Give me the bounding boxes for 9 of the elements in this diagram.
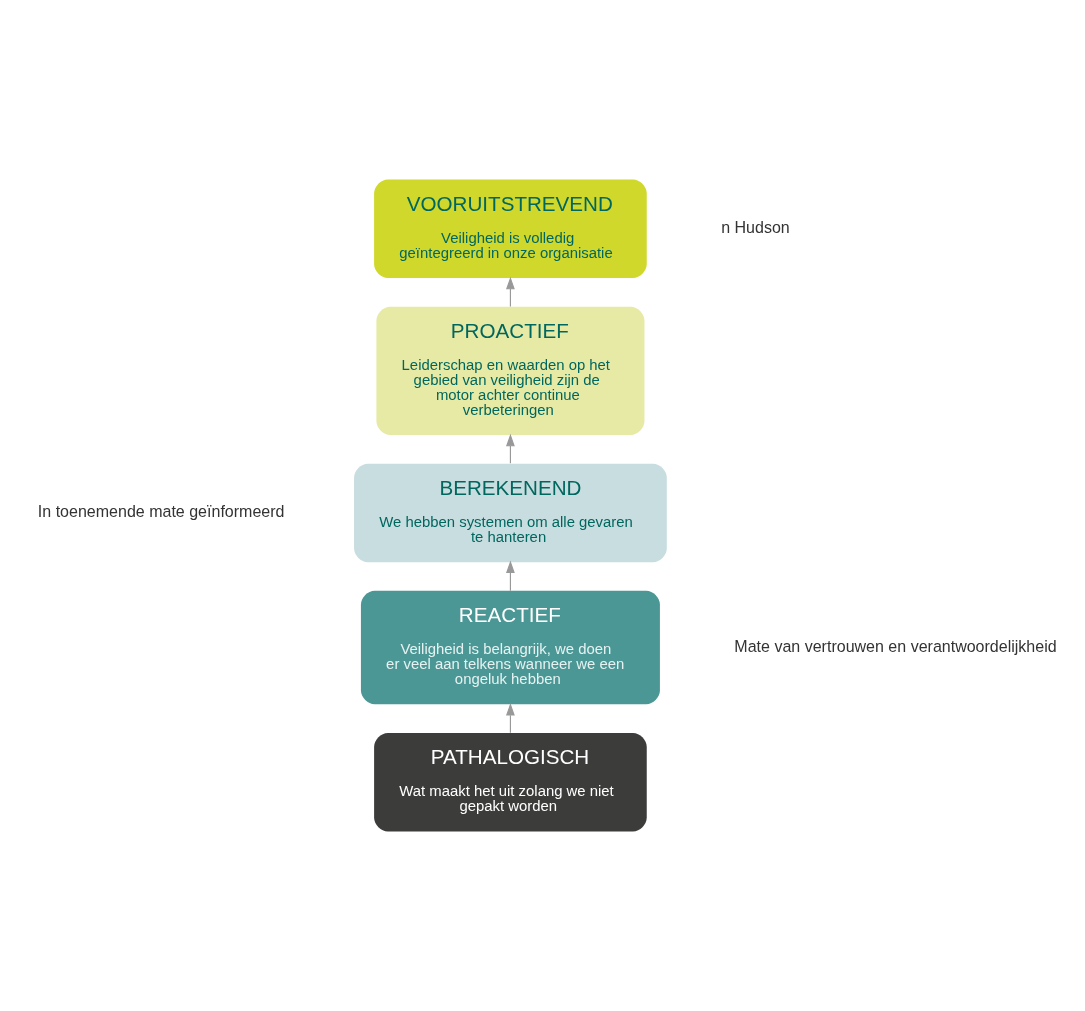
node-box: VOORUITSTREVEND Veiligheid is volledig geïntegreerd in onze organisatie xyxy=(374,179,647,279)
node-box: PATHALOGISCH Wat maakt het uit zolang we niet gepakt worden xyxy=(374,732,647,832)
label: In toenemende mate geïnformeerd xyxy=(37,502,285,521)
label: n Hudson xyxy=(721,218,790,237)
arrow xyxy=(506,560,515,592)
node-box: BEREKENEND We hebben systemen om alle gevaren te hanteren xyxy=(354,463,667,563)
node-box: PROACTIEF Leiderschap en waarden op het gebied van veiligheid zijn de motor achter continue verbeteringen xyxy=(376,306,645,436)
node-box: REACTIEF Veiligheid is belangrijk, we doen er veel aan telkens wanneer we een ongeluk hebben xyxy=(360,590,660,705)
label: Mate van vertrouwen en verantwoordelijkheid xyxy=(734,636,1057,655)
